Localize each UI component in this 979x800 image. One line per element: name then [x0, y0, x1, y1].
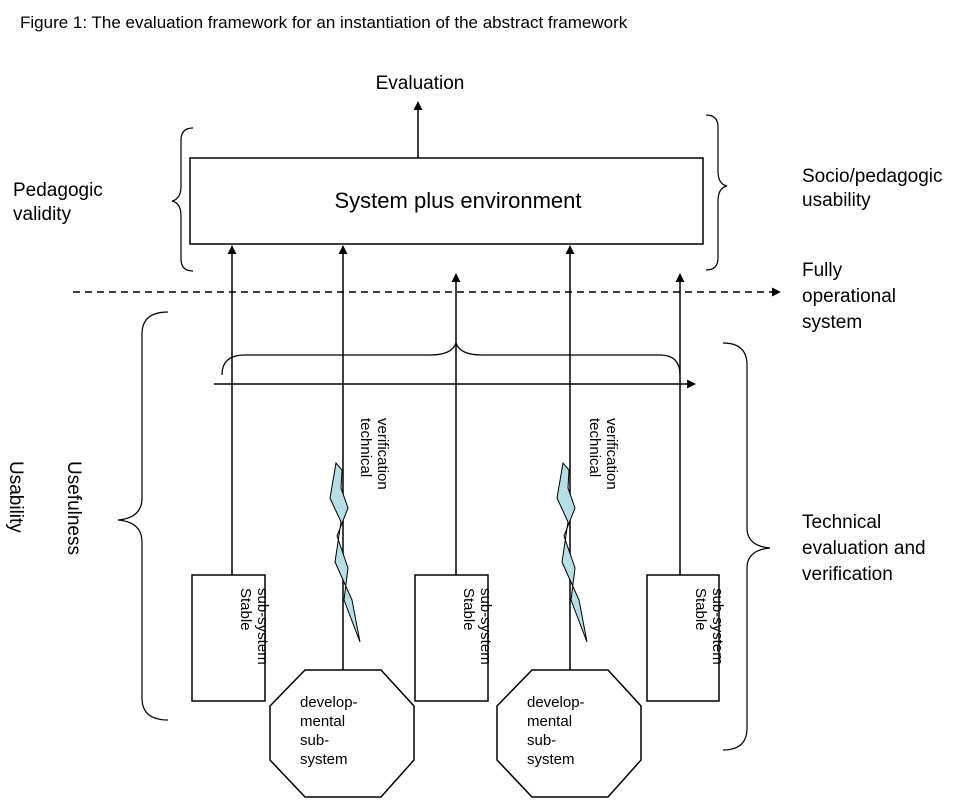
- fully-operational-system-label: Fully operational system: [802, 260, 901, 333]
- stable-subsystem-1-line-1: Stable: [237, 588, 254, 631]
- fully-operational-line-2: operational: [802, 286, 896, 307]
- stable-subsystem-3-line-1: Stable: [692, 588, 709, 631]
- developmental-2-line-3: sub-: [527, 732, 556, 749]
- technical-evaluation-line-2: evaluation and: [802, 538, 926, 559]
- evaluation-label: Evaluation: [376, 73, 465, 94]
- technical-verification-bolt-2: [556, 461, 588, 643]
- stable-subsystem-3-line-2: sub-system: [709, 588, 726, 665]
- fully-operational-line-1: Fully: [802, 260, 843, 281]
- technical-verification-bolt-1: [329, 461, 361, 643]
- pedagogic-validity-line-2: validity: [13, 204, 72, 225]
- stable-subsystem-box-3: [646, 574, 720, 702]
- usefulness-brace: [117, 311, 169, 721]
- technical-verification-label-1: technical verification: [357, 418, 391, 490]
- pedagogic-validity-brace: [171, 127, 194, 272]
- usefulness-label: Usefulness: [63, 461, 84, 555]
- developmental-1-line-3: sub-: [300, 732, 329, 749]
- usability-label: Usability: [5, 461, 26, 533]
- figure-caption: Figure 1: The evaluation framework for a…: [20, 13, 628, 32]
- technical-verification-2-line-2: verification: [603, 418, 620, 490]
- socio-pedagogic-brace: [705, 114, 728, 271]
- technical-verification-1-line-2: verification: [374, 418, 391, 490]
- developmental-2-line-4: system: [527, 751, 575, 768]
- developmental-subsystem-octagon-1: [269, 669, 415, 798]
- technical-verification-label-2: technical verification: [586, 418, 620, 490]
- developmental-subsystem-label-2: develop- mental sub- system: [527, 694, 589, 768]
- technical-evaluation-brace: [722, 342, 771, 751]
- integration-brace: [221, 341, 681, 376]
- socio-pedagogic-line-1: Socio/pedagogic: [802, 166, 943, 187]
- fully-operational-line-3: system: [802, 312, 862, 333]
- technical-evaluation-label: Technical evaluation and verification: [802, 512, 931, 585]
- stable-subsystem-label-2: Stable sub-system: [460, 588, 494, 665]
- technical-verification-1-line-1: technical: [357, 418, 374, 477]
- developmental-subsystem-octagon-2: [496, 669, 642, 798]
- developmental-subsystem-label-1: develop- mental sub- system: [300, 694, 362, 768]
- stable-subsystem-box-1: [191, 574, 266, 702]
- stable-subsystem-2-line-1: Stable: [460, 588, 477, 631]
- socio-pedagogic-usability-label: Socio/pedagogic usability: [802, 166, 948, 211]
- technical-verification-2-line-1: technical: [586, 418, 603, 477]
- technical-evaluation-line-3: verification: [802, 564, 893, 585]
- socio-pedagogic-line-2: usability: [802, 190, 871, 211]
- stable-subsystem-2-line-2: sub-system: [477, 588, 494, 665]
- stable-subsystem-label-3: Stable sub-system: [692, 588, 726, 665]
- stable-subsystem-label-1: Stable sub-system: [237, 588, 271, 665]
- stable-subsystem-1-line-2: sub-system: [254, 588, 271, 665]
- developmental-2-line-1: develop-: [527, 694, 585, 711]
- system-plus-environment-label: System plus environment: [335, 188, 582, 213]
- developmental-1-line-4: system: [300, 751, 348, 768]
- stable-subsystem-box-2: [414, 574, 489, 702]
- developmental-2-line-2: mental: [527, 713, 572, 730]
- pedagogic-validity-label: Pedagogic validity: [13, 180, 108, 225]
- developmental-1-line-2: mental: [300, 713, 345, 730]
- developmental-1-line-1: develop-: [300, 694, 358, 711]
- pedagogic-validity-line-1: Pedagogic: [13, 180, 103, 201]
- system-plus-environment-box: [189, 157, 704, 245]
- technical-evaluation-line-1: Technical: [802, 512, 881, 533]
